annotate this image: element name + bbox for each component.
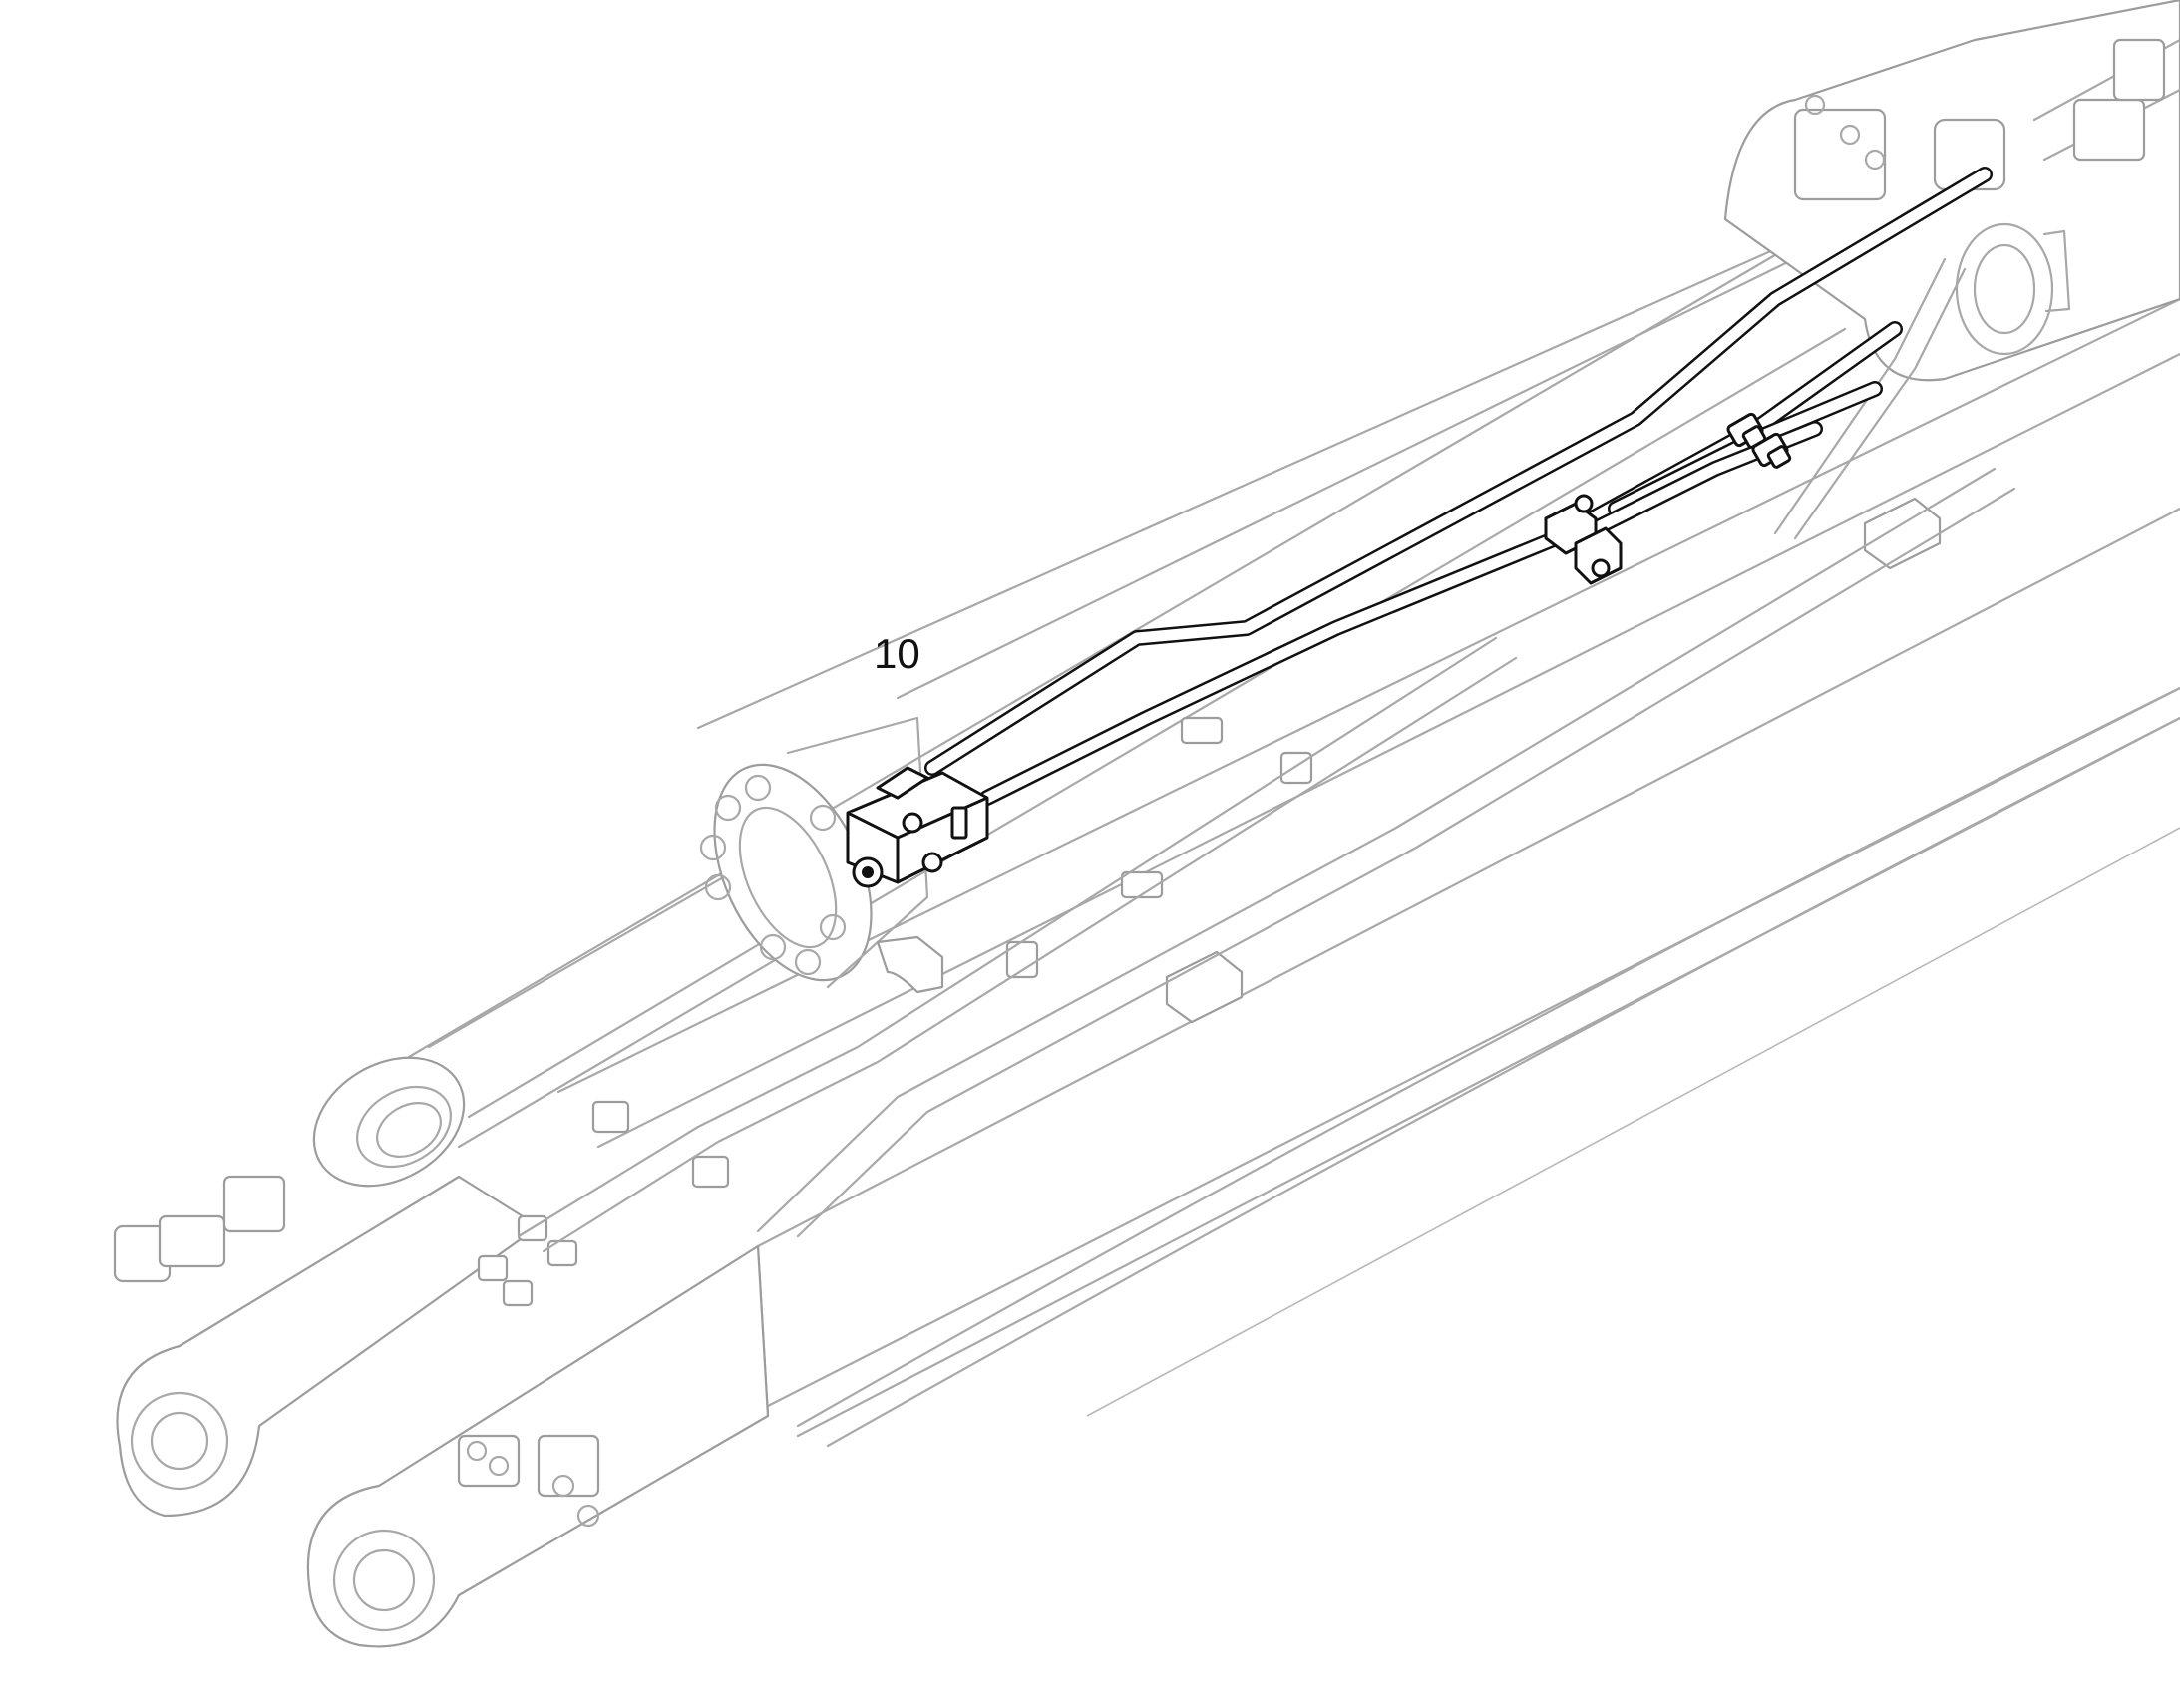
flange-bolts — [699, 774, 847, 976]
boom-brackets — [113, 497, 1942, 1307]
highlighted-hose-assembly — [846, 167, 1993, 888]
hose-end-fittings — [1726, 412, 1792, 469]
valve-block — [846, 766, 989, 888]
hose-clamp — [1544, 494, 1623, 585]
boom-steel-tubes — [517, 257, 2016, 1253]
boom-cylinder — [312, 227, 1857, 1188]
boom-foot-lugs — [116, 1175, 770, 1648]
callout-label-10: 10 — [874, 630, 920, 677]
